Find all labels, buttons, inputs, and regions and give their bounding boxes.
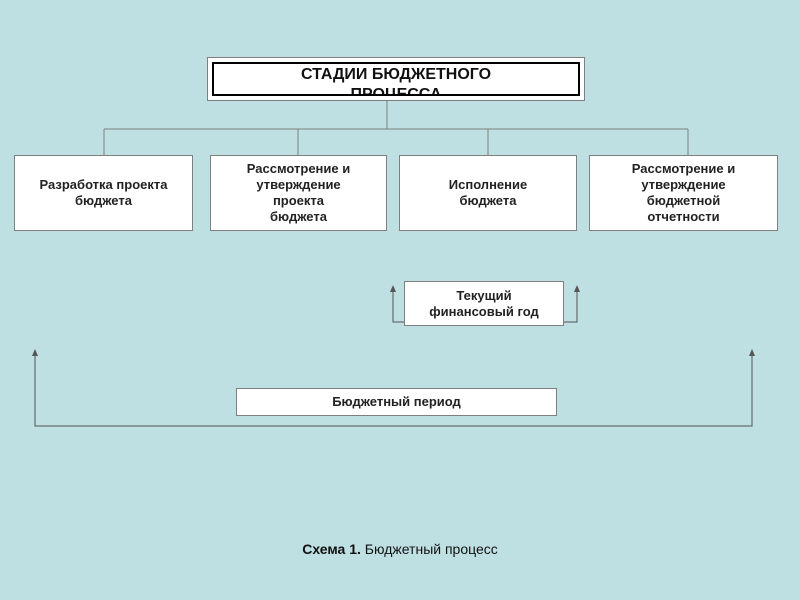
budget-period-bracket — [34, 356, 753, 427]
caption-number: Схема 1. — [302, 541, 361, 557]
figure-caption: Схема 1. Бюджетный процесс — [0, 541, 800, 557]
current-year-arrow-left — [390, 285, 396, 292]
stage-box-1: Разработка проекта бюджета — [14, 155, 193, 231]
budget-period-arrow-right — [749, 349, 755, 356]
stage-box-3: Исполнение бюджета — [399, 155, 577, 231]
budget-period-box: Бюджетный период — [236, 388, 557, 416]
current-year-box: Текущий финансовый год — [404, 281, 564, 326]
stage-box-2: Рассмотрение и утверждение проекта бюдже… — [210, 155, 387, 231]
current-year-arrow-right — [574, 285, 580, 292]
budget-period-arrow-left — [32, 349, 38, 356]
caption-text: Бюджетный процесс — [360, 541, 498, 557]
title-box: СТАДИИ БЮДЖЕТНОГО ПРОЦЕССА — [207, 57, 585, 101]
title-text: СТАДИИ БЮДЖЕТНОГО ПРОЦЕССА — [212, 62, 580, 96]
stage-box-4: Рассмотрение и утверждение бюджетной отч… — [589, 155, 778, 231]
